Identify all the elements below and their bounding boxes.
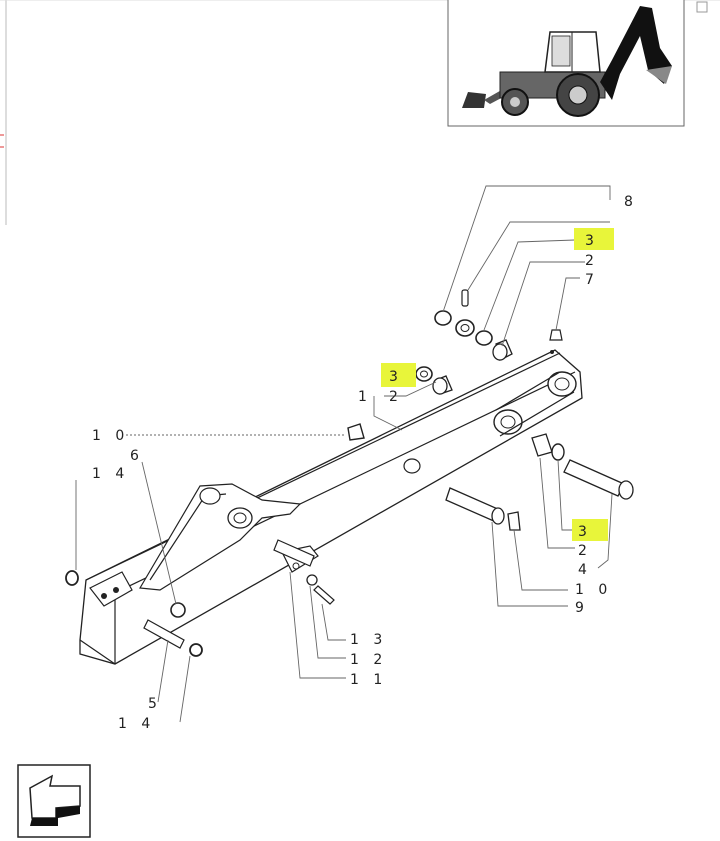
highlight-box [572,519,608,541]
checkbox-icon [696,1,708,13]
leader-lines [75,185,613,723]
backhoe-loader-icon [462,6,672,117]
callout-10[interactable]: 1 0 [92,428,129,444]
callout-5[interactable]: 5 [148,696,162,712]
callout-3[interactable]: 3 [578,524,592,540]
callout-3[interactable]: 3 [389,369,403,385]
callout-8[interactable]: 8 [624,194,638,210]
callout-9[interactable]: 9 [575,600,589,616]
loose-parts [65,289,634,657]
callout-4[interactable]: 4 [578,562,592,578]
return-arrow-icon[interactable] [17,764,91,838]
callout-14[interactable]: 1 4 [118,716,155,732]
highlight-box [574,228,614,250]
pin-4 [563,459,625,497]
callout-3[interactable]: 3 [585,233,599,249]
callout-2[interactable]: 2 [585,253,599,269]
callout-10[interactable]: 1 0 [575,582,612,598]
callout-6[interactable]: 6 [130,448,144,464]
highlight-box [381,363,416,387]
callout-2[interactable]: 2 [389,389,403,405]
callout-2[interactable]: 2 [578,543,592,559]
callout-11[interactable]: 1 1 [350,672,387,688]
vehicle-thumbnail [447,0,708,127]
callout-13[interactable]: 1 3 [350,632,387,648]
grease-pin [461,289,469,307]
callout-7[interactable]: 7 [585,272,599,288]
callout-12[interactable]: 1 2 [350,652,387,668]
seal-ring [434,310,452,326]
callout-14[interactable]: 1 4 [92,466,129,482]
pin-5 [143,619,185,649]
grease-nipple [549,329,563,341]
dipper-arm-assembly [79,349,583,665]
callout-1[interactable]: 1 [358,389,372,405]
